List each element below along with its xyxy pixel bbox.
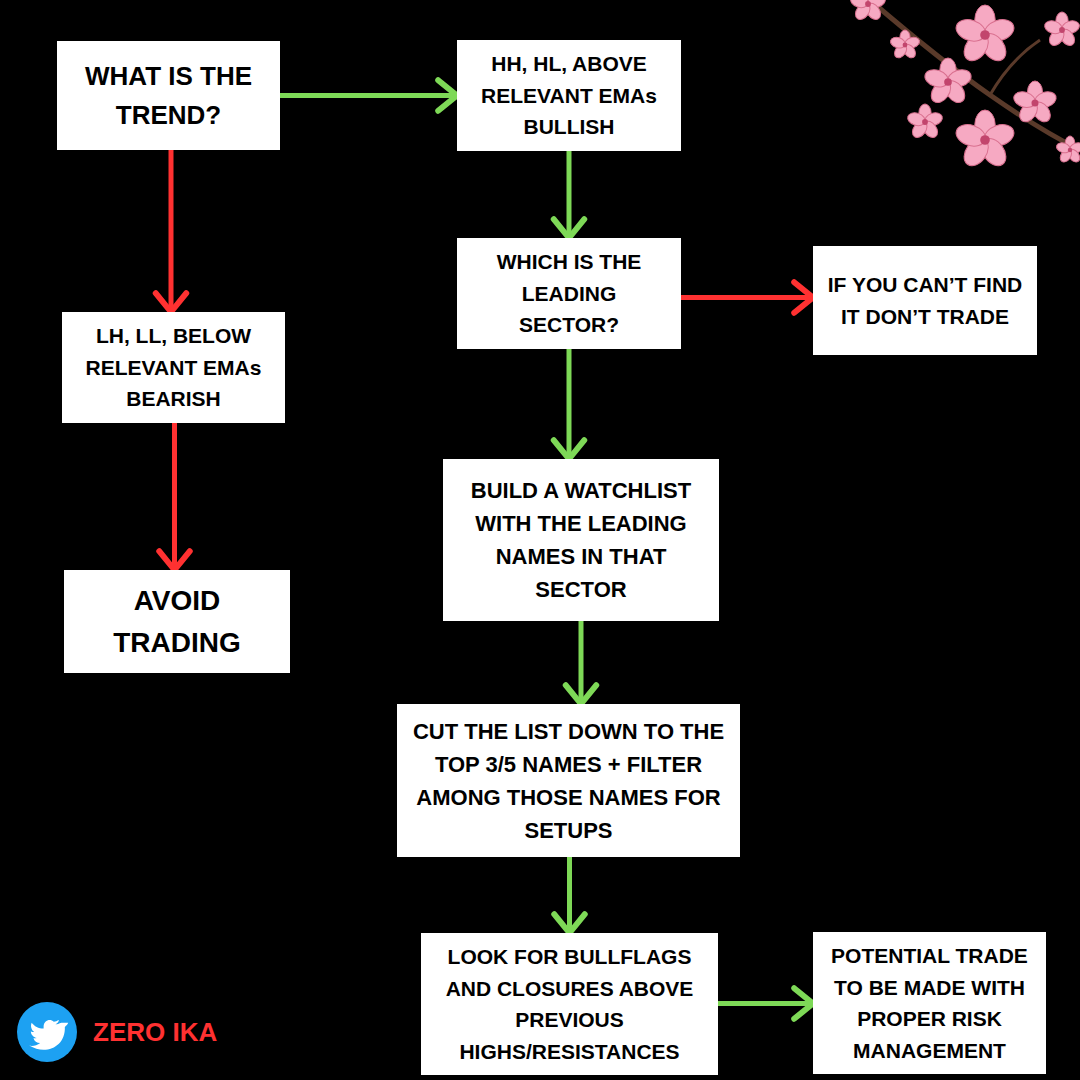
- blossom: [923, 58, 974, 106]
- blossom: [953, 110, 1016, 170]
- box-text: LOOK FOR BULLFLAGS AND CLOSURES ABOVE PR…: [433, 941, 706, 1067]
- blossom-branch: [849, 0, 1080, 170]
- process-box: HH, HL, ABOVE RELEVANT EMAs BULLISH: [457, 40, 681, 151]
- blossom: [1055, 136, 1080, 164]
- box-text: WHICH IS THE LEADING SECTOR?: [469, 246, 669, 341]
- process-box: BUILD A WATCHLIST WITH THE LEADING NAMES…: [443, 459, 719, 621]
- flow-arrow: [567, 151, 572, 238]
- blossom: [889, 30, 921, 60]
- process-box: LOOK FOR BULLFLAGS AND CLOSURES ABOVE PR…: [421, 933, 718, 1075]
- blossom: [849, 0, 887, 22]
- flow-arrow: [172, 423, 177, 570]
- blossom: [1012, 81, 1058, 125]
- brand-label: ZERO IKA: [93, 1017, 217, 1048]
- box-text: POTENTIAL TRADE TO BE MADE WITH PROPER R…: [825, 940, 1034, 1066]
- flow-arrow: [681, 295, 813, 300]
- flow-arrow: [169, 150, 174, 312]
- box-text: IF YOU CAN’T FIND IT DON’T TRADE: [825, 269, 1025, 332]
- box-text: AVOID TRADING: [76, 580, 278, 664]
- process-box: AVOID TRADING: [64, 570, 290, 673]
- flow-arrow: [567, 349, 572, 459]
- process-box: IF YOU CAN’T FIND IT DON’T TRADE: [813, 246, 1037, 355]
- flow-arrow: [567, 857, 572, 933]
- process-box: POTENTIAL TRADE TO BE MADE WITH PROPER R…: [813, 932, 1046, 1074]
- process-box: CUT THE LIST DOWN TO THE TOP 3/5 NAMES +…: [397, 704, 740, 857]
- box-text: LH, LL, BELOW RELEVANT EMAs BEARISH: [74, 320, 273, 415]
- box-text: CUT THE LIST DOWN TO THE TOP 3/5 NAMES +…: [409, 715, 728, 847]
- box-text: HH, HL, ABOVE RELEVANT EMAs BULLISH: [469, 48, 669, 143]
- process-box: LH, LL, BELOW RELEVANT EMAs BEARISH: [62, 312, 285, 423]
- blossom: [953, 5, 1016, 65]
- twitter-icon: [17, 1002, 77, 1062]
- box-text: WHAT IS THE TREND?: [69, 57, 268, 135]
- flow-arrow: [718, 1001, 813, 1006]
- flow-arrow: [280, 93, 457, 98]
- flow-arrow: [579, 621, 584, 704]
- blossom: [906, 104, 944, 140]
- process-box: WHICH IS THE LEADING SECTOR?: [457, 238, 681, 349]
- blossom: [1043, 12, 1080, 48]
- box-text: BUILD A WATCHLIST WITH THE LEADING NAMES…: [455, 474, 707, 606]
- process-box: WHAT IS THE TREND?: [57, 41, 280, 150]
